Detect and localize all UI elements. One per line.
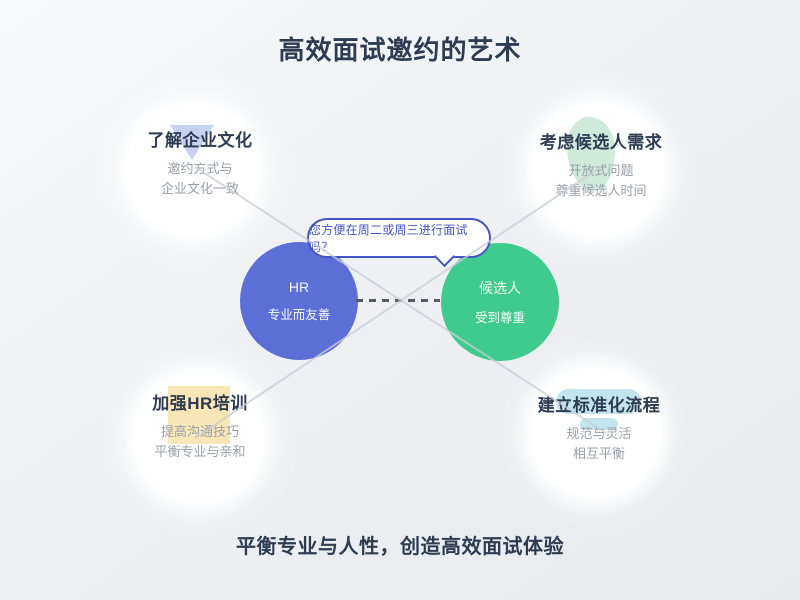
candidate-sublabel: 受到尊重 (474, 311, 525, 325)
candidate-label: 候选人 (479, 280, 521, 296)
section-title: 了解企业文化 (147, 131, 253, 150)
section-line: 邀约方式与 (167, 161, 233, 176)
section-line: 尊重候选人时间 (555, 183, 647, 198)
section-line: 提高沟通技巧 (160, 424, 239, 439)
section-title: 加强HR培训 (152, 394, 248, 413)
candidate-node: 候选人 受到尊重 (441, 243, 559, 361)
page-title: 高效面试邀约的艺术 (278, 35, 522, 65)
section-title: 考虑候选人需求 (539, 133, 663, 152)
speech-bubble-text: 您方便在周二或周三进行面试吗？ (309, 223, 468, 254)
speech-bubble: 您方便在周二或周三进行面试吗？ (307, 218, 491, 268)
dashed-connector (356, 299, 440, 302)
section-candidate-needs: 考虑候选人需求 开放式问题 尊重候选人时间 (511, 133, 691, 201)
footer-tagline: 平衡专业与人性，创造高效面试体验 (236, 536, 564, 558)
hr-node: HR 专业而友善 (240, 242, 358, 360)
section-standard-process: 建立标准化流程 规范与灵活 相互平衡 (509, 396, 689, 464)
section-hr-training: 加强HR培训 提高沟通技巧 平衡专业与亲和 (110, 394, 290, 462)
section-line: 平衡专业与亲和 (154, 444, 246, 459)
section-company-culture: 了解企业文化 邀约方式与 企业文化一致 (110, 131, 290, 199)
section-line: 相互平衡 (572, 446, 625, 461)
section-line: 开放式问题 (568, 163, 634, 178)
section-line: 规范与灵活 (566, 426, 632, 441)
hr-label: HR (288, 279, 310, 295)
hr-sublabel: 专业而友善 (267, 308, 331, 322)
section-title: 建立标准化流程 (537, 396, 661, 415)
section-line: 企业文化一致 (160, 181, 239, 196)
